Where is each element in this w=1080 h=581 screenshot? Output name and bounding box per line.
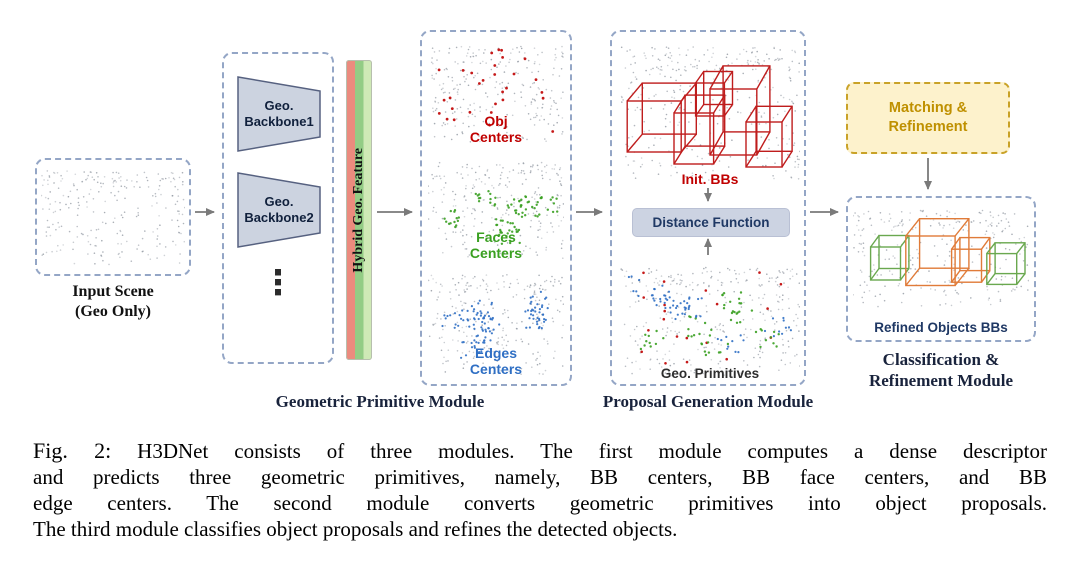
proposal-generation-module-label: Proposal Generation Module bbox=[602, 392, 814, 411]
pointcloud-dots bbox=[620, 46, 800, 181]
h3dnet-architecture-figure: Input Scene (Geo Only) Geo. Backbone1 Ge… bbox=[35, 30, 1036, 411]
input-scene-box bbox=[35, 158, 191, 276]
hybrid-geo-feature-bar: Hybrid Geo. Feature bbox=[346, 60, 372, 360]
geo-backbone2: Geo. Backbone2 bbox=[237, 172, 321, 248]
backbone-ellipsis: ⋮ bbox=[261, 263, 295, 303]
backbone-box: Geo. Backbone1 Geo. Backbone2 ⋮ bbox=[222, 52, 334, 364]
init-bbs-pointcloud: Init. BBs bbox=[620, 38, 800, 188]
pointcloud-dots bbox=[428, 161, 564, 260]
pointcloud-dots bbox=[41, 170, 185, 266]
geo-primitives-label: Geo. Primitives bbox=[660, 366, 760, 382]
refined-objects-pointcloud bbox=[853, 203, 1029, 313]
obj-centers-pointcloud: Obj Centers bbox=[428, 40, 564, 148]
input-scene-pointcloud bbox=[41, 164, 185, 270]
geo-backbone1: Geo. Backbone1 bbox=[237, 76, 321, 152]
edges-centers-pointcloud: Edges Centers bbox=[428, 268, 564, 380]
caption-line-2: and predicts three geometric primitives,… bbox=[33, 465, 1047, 489]
geo-backbone1-label: Geo. Backbone1 bbox=[244, 98, 314, 129]
hybrid-geo-feature-label: Hybrid Geo. Feature bbox=[351, 147, 366, 273]
caption-line-4: The third module classifies object propo… bbox=[33, 517, 678, 541]
classification-refinement-module-label: Classification & Refinement Module bbox=[868, 350, 1013, 390]
geometric-primitive-module-box: Obj Centers Faces Centers Edges Centers bbox=[420, 30, 572, 386]
refined-objects-box: Refined Objects BBs bbox=[846, 196, 1036, 342]
geometric-primitive-module-label: Geometric Primitive Module bbox=[275, 392, 485, 411]
figure-caption: Fig. 2: H3DNet consists of three modules… bbox=[33, 438, 1047, 542]
geo-primitives-pointcloud: Geo. Primitives bbox=[620, 260, 800, 382]
pointcloud-dots bbox=[620, 266, 800, 377]
obj-centers-label: Obj Centers bbox=[469, 112, 523, 146]
wireframe-boxes bbox=[626, 65, 793, 168]
faces-centers-label: Faces Centers bbox=[469, 228, 523, 262]
init-bbs-label: Init. BBs bbox=[681, 171, 739, 188]
pointcloud-dots bbox=[428, 274, 564, 375]
caption-line-3: edge centers. The second module converts… bbox=[33, 491, 1047, 515]
figure-number: Fig. 2: bbox=[33, 438, 112, 463]
caption-line-1: Fig. 2: H3DNet consists of three modules… bbox=[33, 438, 1047, 464]
faces-centers-pointcloud: Faces Centers bbox=[428, 156, 564, 264]
trapezoid-shape bbox=[237, 172, 321, 248]
caption-line-1-text: H3DNet consists of three modules. The fi… bbox=[137, 439, 1047, 463]
input-scene-label: Input Scene (Geo Only) bbox=[72, 283, 154, 320]
trapezoid-shape bbox=[237, 76, 321, 152]
wireframe-boxes bbox=[869, 217, 1026, 287]
refined-objects-label: Refined Objects BBs bbox=[874, 320, 1008, 336]
proposal-generation-module-box: Init. BBs Distance Function Geo. Primiti… bbox=[610, 30, 806, 386]
distance-function-box: Distance Function bbox=[632, 208, 790, 237]
edges-centers-label: Edges Centers bbox=[469, 344, 523, 378]
pointcloud-dots bbox=[430, 45, 564, 143]
geo-backbone2-label: Geo. Backbone2 bbox=[244, 194, 314, 225]
matching-refinement-box: Matching & Refinement bbox=[846, 82, 1010, 154]
hybrid-geo-feature-label-wrap: Hybrid Geo. Feature bbox=[346, 60, 372, 360]
